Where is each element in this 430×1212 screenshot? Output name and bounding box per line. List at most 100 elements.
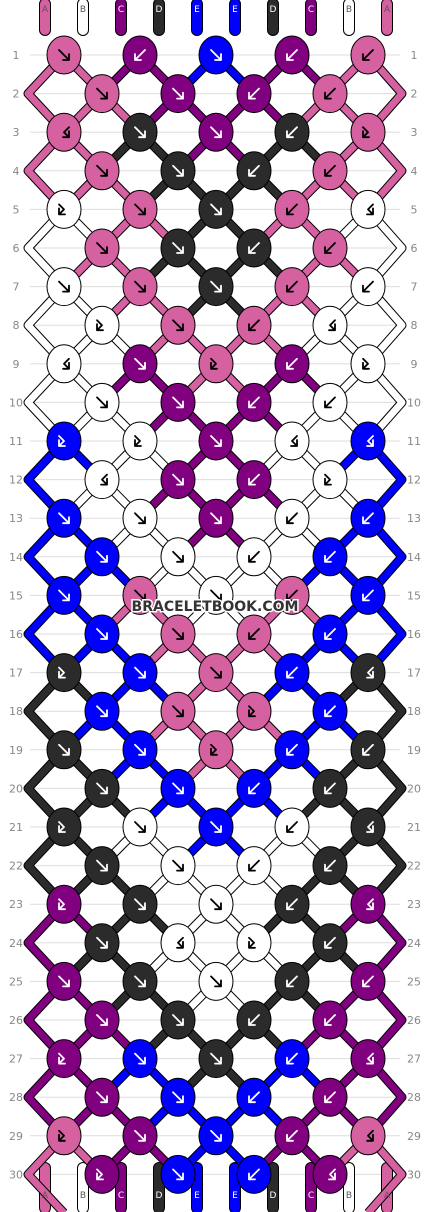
knot — [122, 344, 158, 384]
row-number-right: 27 — [407, 1053, 421, 1066]
row-number-left: 6 — [13, 242, 20, 255]
knot — [350, 575, 386, 615]
knot-arrow-icon — [134, 1129, 146, 1142]
knot — [198, 807, 234, 847]
knot-arrow-icon — [210, 975, 222, 988]
knot — [236, 228, 272, 268]
knot-arrow-icon — [366, 435, 374, 447]
knot-arrow-icon — [248, 1014, 260, 1026]
knot-arrow-icon — [362, 357, 370, 370]
row-number-left: 17 — [9, 667, 23, 680]
knot-arrow-icon — [134, 203, 146, 216]
knot — [350, 807, 386, 847]
row-number-left: 22 — [9, 860, 23, 873]
knot — [198, 730, 234, 770]
knot-arrow-icon — [100, 473, 108, 486]
row-number-left: 30 — [9, 1168, 23, 1181]
knot — [84, 614, 120, 654]
row-number-left: 14 — [9, 551, 23, 564]
knot-arrow-icon — [366, 821, 374, 833]
knot-arrow-icon — [286, 280, 298, 293]
knot-arrow-icon — [134, 821, 146, 833]
row-number-right: 14 — [407, 551, 421, 564]
knot-arrow-icon — [58, 203, 66, 216]
knot — [46, 35, 82, 75]
knot-arrow-icon — [248, 628, 260, 640]
knot-arrow-icon — [96, 782, 108, 795]
row-number-right: 18 — [407, 705, 421, 718]
knot — [236, 460, 272, 500]
knot-arrow-icon — [286, 203, 298, 216]
knot — [198, 267, 234, 307]
knot-arrow-icon — [58, 898, 66, 911]
knot — [350, 35, 386, 75]
knot-arrow-icon — [210, 49, 222, 61]
knot-arrow-icon — [62, 126, 70, 139]
strand-label: D — [270, 1191, 277, 1201]
knot-arrow-icon — [134, 512, 146, 525]
row-number-left: 10 — [9, 396, 23, 409]
knot-arrow-icon — [366, 666, 374, 679]
knot-arrow-icon — [134, 357, 146, 370]
row-number-right: 12 — [407, 474, 421, 487]
row-number-left: 13 — [9, 512, 23, 525]
knot — [160, 228, 196, 268]
knot-arrow-icon — [134, 743, 146, 756]
strand-label: A — [42, 5, 49, 15]
row-number-left: 7 — [13, 281, 20, 294]
knot-arrow-icon — [248, 319, 260, 332]
knot — [198, 1039, 234, 1079]
knot — [122, 267, 158, 307]
knot — [312, 151, 348, 191]
row-number-left: 1 — [13, 49, 20, 62]
knot — [84, 768, 120, 808]
knot-arrow-icon — [172, 164, 184, 177]
row-number-left: 12 — [9, 474, 23, 487]
knot-arrow-icon — [134, 49, 146, 61]
knot — [198, 653, 234, 693]
row-number-right: 11 — [407, 435, 421, 448]
knot — [84, 1000, 120, 1040]
knot — [84, 1154, 120, 1194]
knot — [198, 1116, 234, 1156]
knot — [350, 1039, 386, 1079]
knot-arrow-icon — [134, 898, 146, 911]
knot — [274, 575, 310, 615]
knot-arrow-icon — [324, 242, 336, 254]
knot-arrow-icon — [210, 203, 222, 216]
knot-arrow-icon — [324, 1091, 336, 1104]
strand-label: B — [80, 5, 86, 15]
knot — [122, 884, 158, 924]
row-number-left: 11 — [9, 435, 23, 448]
knot — [236, 151, 272, 191]
knot-arrow-icon — [210, 1052, 222, 1065]
knot-arrow-icon — [172, 550, 184, 563]
knot — [198, 884, 234, 924]
knot-arrow-icon — [58, 743, 70, 756]
row-number-left: 5 — [13, 203, 20, 216]
row-number-right: 7 — [411, 281, 418, 294]
knot-arrow-icon — [210, 589, 222, 602]
strand-label: A — [384, 5, 391, 15]
row-number-right: 8 — [411, 319, 418, 332]
knot — [198, 35, 234, 75]
knot — [84, 228, 120, 268]
knot-arrow-icon — [134, 975, 146, 988]
knot — [274, 267, 310, 307]
row-number-left: 21 — [9, 821, 23, 834]
knot — [46, 653, 82, 693]
knot — [160, 1077, 196, 1117]
knot-arrow-icon — [96, 1168, 104, 1181]
knot — [236, 923, 272, 963]
knot-arrow-icon — [286, 49, 298, 61]
knot — [350, 267, 386, 307]
knot-arrow-icon — [286, 126, 298, 139]
strand-label: A — [42, 1191, 49, 1201]
row-number-left: 20 — [9, 782, 23, 795]
knot — [274, 1039, 310, 1079]
knot-arrow-icon — [286, 743, 298, 756]
knot-arrow-icon — [62, 357, 70, 370]
knot-arrow-icon — [58, 1052, 66, 1065]
row-number-left: 16 — [9, 628, 23, 641]
